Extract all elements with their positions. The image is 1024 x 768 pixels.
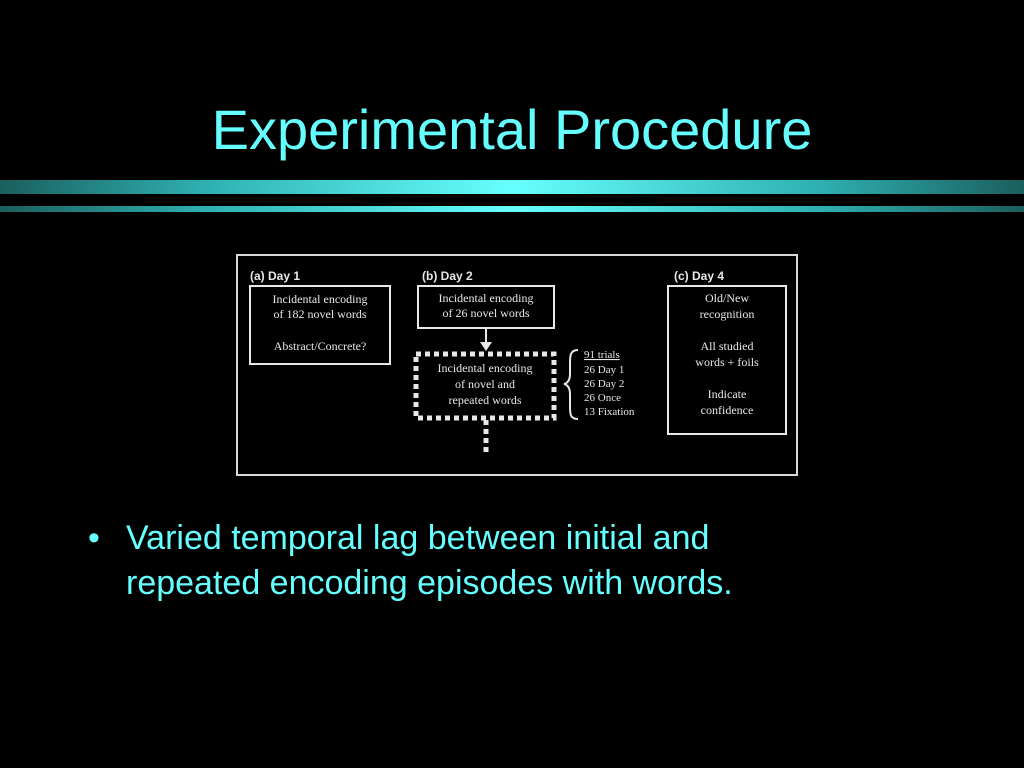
panel-c-line5: Indicate [708,387,747,401]
panel-b-box2-line1: Incidental encoding [438,361,533,375]
title-divider-thick [0,180,1024,194]
trials-item-3: 26 Once [584,392,621,404]
panel-a-line2: of 182 novel words [274,307,367,321]
procedure-diagram: (a) Day 1 Incidental encoding of 182 nov… [249,269,787,452]
bullet-list: • Varied temporal lag between initial an… [88,516,968,606]
trials-item-4: 13 Fixation [584,406,635,418]
bullet-text-line1: Varied temporal lag between initial and [126,519,710,557]
panel-c-line6: confidence [701,403,754,417]
panel-b-box2-line2: of novel and [455,377,515,391]
down-arrow-icon [480,342,492,351]
bullet-item: • Varied temporal lag between initial an… [88,516,968,606]
panel-a-heading: (a) Day 1 [250,269,300,283]
panel-a-line3: Abstract/Concrete? [274,339,367,353]
bullet-dot-icon: • [88,519,100,557]
panel-b-box2-line3: repeated words [449,393,522,407]
panel-c-line1: Old/New [705,291,749,305]
panel-b-box2 [413,351,557,421]
title-divider-thin [0,206,1024,212]
panel-c-line3: All studied [701,339,754,353]
panel-c-heading: (c) Day 4 [674,269,724,283]
trials-header: 91 trials [584,349,620,361]
panel-a-box [249,285,391,365]
panel-b-heading: (b) Day 2 [422,269,473,283]
bullet-text-line2: repeated encoding episodes with words. [126,564,733,602]
trials-item-1: 26 Day 1 [584,364,624,376]
panel-a-line1: Incidental encoding [273,292,368,306]
brace-icon [563,349,579,420]
panel-c-line2: recognition [700,307,755,321]
panel-b-box1-line2: of 26 novel words [443,306,530,320]
bullet-text: Varied temporal lag between initial and … [126,516,733,606]
trials-item-2: 26 Day 2 [584,378,624,390]
panel-c-box [667,285,787,435]
slide-title: Experimental Procedure [211,98,813,161]
panel-b-box1-line1: Incidental encoding [439,291,534,305]
procedure-figure: (a) Day 1 Incidental encoding of 182 nov… [236,254,798,476]
panel-c-line4: words + foils [695,355,759,369]
